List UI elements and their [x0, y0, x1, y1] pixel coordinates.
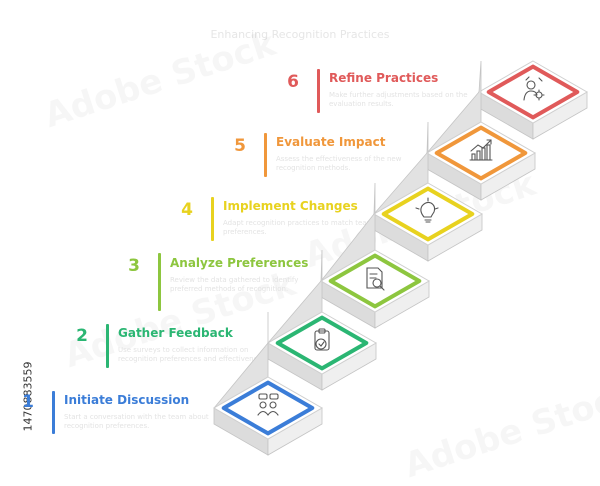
step-number: 6	[287, 72, 299, 92]
people-chat-icon	[257, 393, 279, 416]
step-bar	[317, 69, 320, 113]
step-number: 5	[234, 136, 246, 156]
clipboard-check-icon	[314, 328, 330, 351]
document-search-icon	[366, 267, 385, 291]
step-title: Implement Changes	[223, 199, 358, 213]
step-frame	[381, 186, 475, 242]
step-bar	[211, 197, 214, 241]
step-bar	[158, 253, 161, 311]
step-title: Gather Feedback	[118, 326, 233, 340]
stair-step	[372, 121, 484, 262]
step-description: Start a conversation with the team about…	[64, 413, 209, 430]
step-description: Use surveys to collect information on re…	[118, 346, 268, 363]
step-number: 3	[128, 256, 140, 276]
step-bar	[106, 324, 109, 368]
step-frame	[434, 125, 528, 181]
step-title: Analyze Preferences	[170, 256, 309, 270]
stair-step	[477, 60, 589, 140]
step-frame	[275, 315, 369, 371]
step-description: Assess the effectiveness of the new reco…	[276, 155, 402, 172]
growth-chart-icon	[469, 139, 493, 161]
step-bar	[264, 133, 267, 177]
step-bar	[52, 391, 55, 434]
step-frame	[328, 253, 422, 309]
step-title: Initiate Discussion	[64, 393, 190, 407]
step-number: 2	[76, 326, 88, 346]
step-frame	[221, 380, 315, 436]
lightbulb-icon	[415, 197, 439, 223]
stair-step	[212, 312, 324, 456]
step-frame	[486, 64, 580, 120]
step-description: Review the data gathered to identify pre…	[170, 276, 299, 293]
step-number: 4	[181, 200, 193, 220]
diagram-title: Enhancing Recognition Practices	[210, 28, 390, 41]
stair-step	[425, 60, 537, 201]
step-number: 1	[22, 392, 34, 412]
step-description: Make further adjustments based on the ev…	[329, 91, 468, 108]
stair-step	[319, 182, 431, 329]
person-gear-icon	[523, 76, 545, 101]
step-title: Evaluate Impact	[276, 135, 386, 149]
stair-step	[266, 249, 378, 391]
step-title: Refine Practices	[329, 71, 439, 85]
step-description: Adapt recognition practices to match tea…	[223, 219, 374, 236]
